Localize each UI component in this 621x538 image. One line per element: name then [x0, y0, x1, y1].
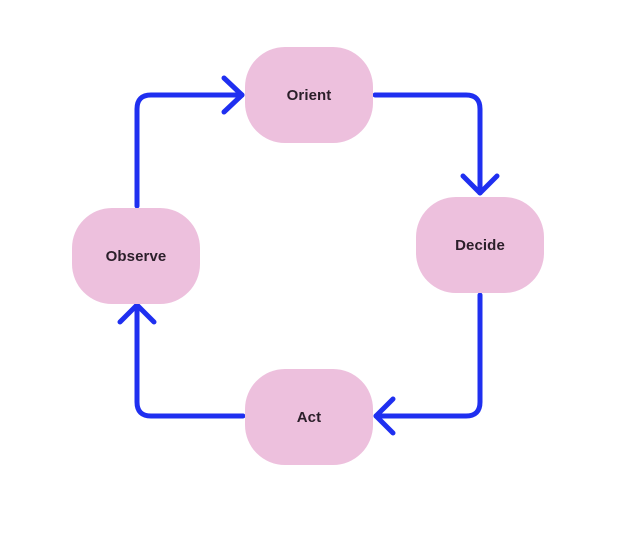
node-label-observe: Observe — [105, 247, 167, 265]
node-orient: Orient — [245, 47, 373, 143]
edge-act-to-observe — [134, 302, 246, 419]
node-act: Act — [245, 369, 373, 465]
edge-orient-to-decide — [372, 92, 483, 196]
edge-observe-to-orient — [134, 92, 245, 209]
node-decide: Decide — [416, 197, 544, 293]
node-observe: Observe — [72, 208, 200, 304]
node-label-orient: Orient — [286, 86, 332, 104]
arrowhead-observe-icon — [117, 302, 157, 325]
edge-decide-to-act — [373, 292, 483, 419]
node-label-decide: Decide — [455, 236, 505, 254]
node-label-act: Act — [296, 408, 322, 426]
arrowhead-orient-icon — [221, 75, 245, 115]
arrowhead-act-icon — [373, 396, 396, 436]
arrowhead-decide-icon — [460, 173, 500, 196]
